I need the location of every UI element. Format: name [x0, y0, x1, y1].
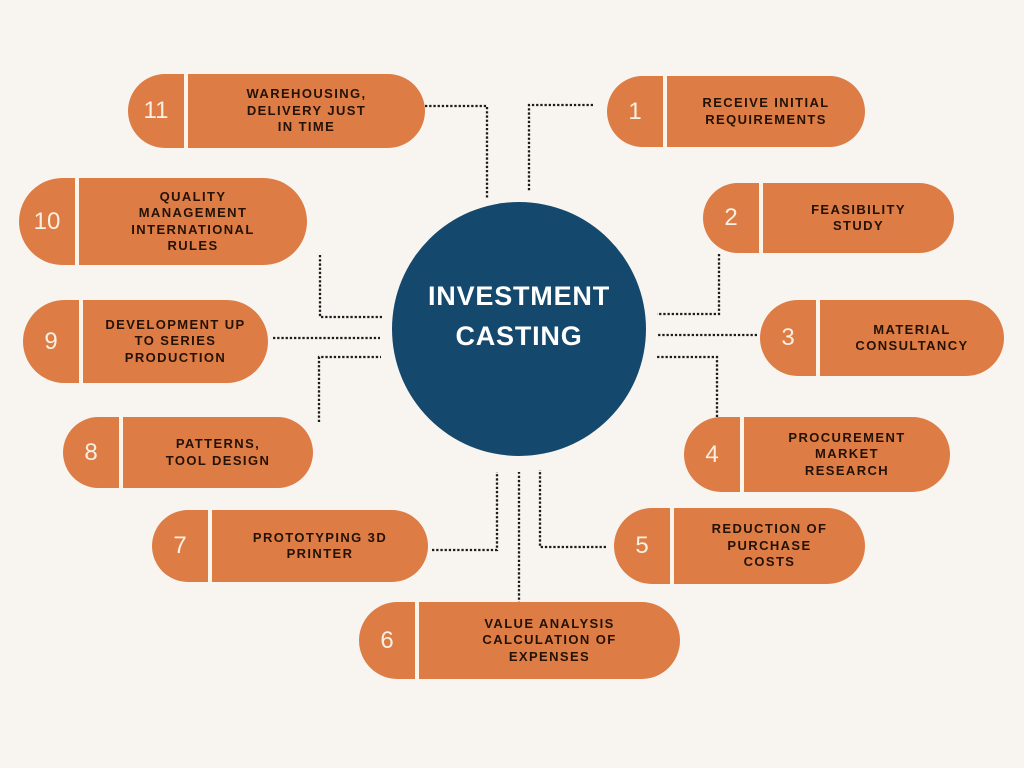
step-number: 7: [173, 532, 187, 559]
pill-divider: [816, 300, 820, 376]
step-number: 3: [781, 324, 795, 351]
step-pill-2: 2 FEASIBILITY STUDY: [703, 183, 954, 253]
pill-divider: [208, 510, 212, 582]
step-pill-1: 1 RECEIVE INITIAL REQUIREMENTS: [607, 76, 865, 147]
step-number: 9: [44, 327, 58, 355]
step-number: 2: [724, 204, 738, 231]
connector-step-11: [425, 104, 489, 199]
step-label: WAREHOUSING, DELIVERY JUST IN TIME: [246, 86, 367, 135]
step-label: DEVELOPMENT UP TO SERIES PRODUCTION: [105, 316, 246, 365]
step-number: 1: [628, 97, 642, 125]
step-label: RECEIVE INITIAL REQUIREMENTS: [702, 95, 830, 127]
step-number: 5: [635, 532, 649, 559]
pill-divider: [119, 417, 123, 488]
step-label: QUALITY MANAGEMENT INTERNATIONAL RULES: [131, 188, 255, 254]
step-number: 4: [705, 440, 719, 468]
step-label: PROTOTYPING 3D PRINTER: [252, 529, 388, 562]
pill-divider: [670, 508, 674, 584]
connector-step-4: [657, 355, 719, 417]
step-pill-6: 6 VALUE ANALYSIS CALCULATION OF EXPENSES: [359, 602, 680, 679]
pill-divider: [415, 602, 419, 679]
pill-divider: [79, 300, 83, 383]
connector-step-7: [432, 472, 499, 552]
connector-step-10: [318, 255, 382, 319]
connector-step-8: [317, 355, 381, 422]
step-label: VALUE ANALYSIS CALCULATION OF EXPENSES: [482, 615, 617, 664]
step-pill-11: 11 WAREHOUSING, DELIVERY JUST IN TIME: [128, 74, 425, 148]
step-pill-5: 5 REDUCTION OF PURCHASE COSTS: [614, 508, 865, 584]
step-pill-9: 9 DEVELOPMENT UP TO SERIES PRODUCTION: [23, 300, 268, 383]
step-number: 6: [380, 626, 394, 654]
connector-step-2: [657, 254, 721, 316]
pill-divider: [75, 178, 79, 265]
step-number: 8: [84, 438, 98, 466]
center-circle: INVESTMENT CASTING: [392, 202, 646, 456]
pill-divider: [184, 74, 188, 148]
step-pill-7: 7 PROTOTYPING 3D PRINTER: [152, 510, 428, 582]
step-label: PROCUREMENT MARKET RESEARCH: [788, 429, 906, 478]
step-label: FEASIBILITY STUDY: [811, 201, 906, 234]
step-pill-10: 10 QUALITY MANAGEMENT INTERNATIONAL RULE…: [19, 178, 307, 265]
connector-step-1: [527, 103, 593, 191]
pill-divider: [759, 183, 763, 253]
pill-divider: [663, 76, 667, 147]
step-number: 11: [143, 97, 169, 124]
step-label: PATTERNS, TOOL DESIGN: [165, 436, 271, 468]
pill-divider: [740, 417, 744, 492]
step-pill-4: 4 PROCUREMENT MARKET RESEARCH: [684, 417, 950, 492]
step-label: REDUCTION OF PURCHASE COSTS: [711, 521, 828, 570]
diagram-title: INVESTMENT CASTING: [427, 281, 610, 351]
connector-step-5: [538, 470, 606, 549]
step-label: MATERIAL CONSULTANCY: [855, 321, 969, 354]
step-number: 10: [33, 207, 61, 235]
step-pill-3: 3 MATERIAL CONSULTANCY: [760, 300, 1004, 376]
step-pill-8: 8 PATTERNS, TOOL DESIGN: [63, 417, 313, 488]
